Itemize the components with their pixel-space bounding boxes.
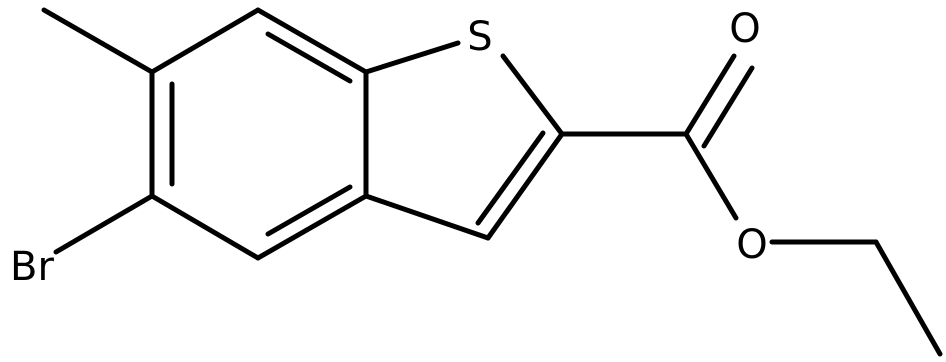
atom-label-layer: S O O Br — [10, 6, 768, 290]
bond-c7a-s — [363, 40, 461, 75]
bond-c2-c3-inner — [475, 130, 546, 226]
bond-ch2-ch3 — [873, 239, 943, 357]
atom-bromine: Br — [10, 244, 54, 290]
bond-c2-c3 — [485, 131, 565, 241]
bond-carbonyl-c-o — [683, 131, 739, 221]
bond-c3-c3a — [363, 193, 491, 241]
bond-carbonyl-double-b — [701, 65, 755, 149]
bond-carbonyl-double-a — [683, 53, 737, 137]
bond-ring-c4-c5 — [149, 193, 261, 261]
bond-ring-c3a-c4 — [255, 193, 369, 261]
atom-carbonyl-oxygen: O — [729, 6, 760, 52]
atom-ester-oxygen: O — [736, 222, 767, 268]
atom-sulfur: S — [467, 14, 492, 60]
bond-ring-c7-c7a — [255, 7, 369, 75]
bond-methyl — [41, 7, 155, 75]
bond-s-c2 — [500, 53, 565, 137]
bond-layer — [41, 7, 943, 357]
bond-ring-c7-c7a-inner — [265, 31, 353, 84]
bond-c5-br — [53, 193, 155, 255]
bond-ring-c3a-c4-inner — [265, 184, 353, 237]
bond-ring-c6-c7 — [149, 7, 261, 75]
